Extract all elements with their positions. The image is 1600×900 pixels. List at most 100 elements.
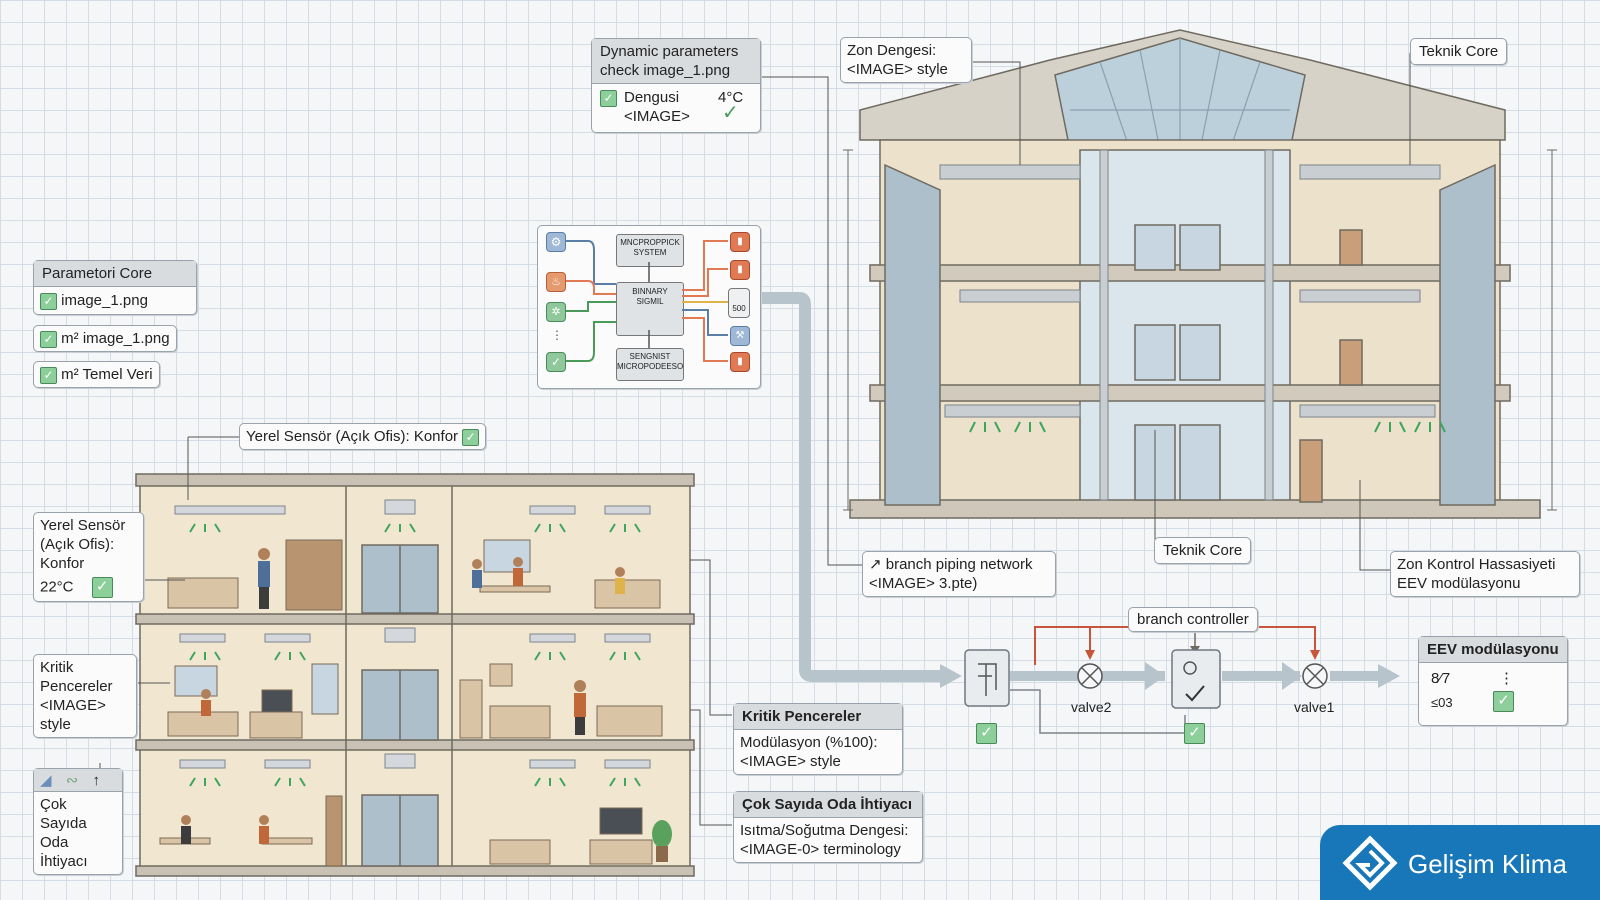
- eev-panel: EEV modülasyonu 8⁄7 ⋮ ≤03 ✓: [1418, 636, 1568, 726]
- eev-title: EEV modülasyonu: [1419, 637, 1567, 663]
- param-item-1: ✓ image_1.png: [34, 287, 196, 314]
- cok-left-line1: Çok: [40, 796, 67, 813]
- leader-lines: [99, 53, 1411, 826]
- param-item-2: ✓ m² image_1.png: [33, 325, 177, 352]
- link-icon: ∾: [65, 772, 79, 789]
- yerel-top-text: Yerel Sensör (Açık Ofis): Konfor: [246, 428, 459, 445]
- branch-device-1: [964, 649, 1010, 707]
- dots-icon: ⋮: [551, 328, 563, 342]
- yerel-left-line1: Yerel Sensör: [40, 517, 126, 534]
- checkbox-icon[interactable]: ✓: [91, 577, 113, 598]
- sensor-icon: 500: [728, 288, 750, 318]
- zon-kontrol-label: Zon Kontrol Hassasiyeti EEV modülasyonu: [1390, 551, 1580, 597]
- pipe-arrow-1: [1145, 662, 1165, 690]
- airflow-building: [969, 421, 1446, 433]
- pipes: [760, 292, 1400, 734]
- device1-check-icon: ✓: [976, 723, 997, 744]
- kritik-box-line2: <IMAGE> style: [740, 753, 841, 770]
- system-connectors: [566, 240, 728, 362]
- branch-controller-label: branch controller: [1128, 607, 1258, 632]
- dynamic-row-label2: <IMAGE>: [624, 108, 690, 125]
- cok-left-icon-bar: ◢ ∾ ↑: [34, 769, 122, 792]
- yerel-sensor-top-label: Yerel Sensör (Açık Ofis): Konfor ✓: [239, 423, 487, 450]
- dynamic-title-line2: check image_1.png: [600, 62, 731, 79]
- right-glass-wall: [1439, 163, 1496, 506]
- chart-icon: ◢: [40, 772, 52, 789]
- cok-left-line3: İhtiyacı: [40, 853, 88, 870]
- param-item-2-label: m² image_1.png: [61, 330, 170, 347]
- checkbox-icon[interactable]: ✓: [40, 366, 57, 384]
- pipe-arrow-2: [1282, 662, 1302, 690]
- kritik-pencereler-panel: Kritik Pencereler Modülasyon (%100): <IM…: [733, 703, 903, 775]
- floor-slab-1: [869, 384, 1511, 402]
- kritik-left-label: Kritik Pencereler <IMAGE> style: [33, 654, 137, 738]
- param-item-3-label: m² Temel Veri: [61, 366, 153, 383]
- left-floor-slab-2: [135, 613, 695, 625]
- valve2-symbol: [1077, 663, 1103, 689]
- yerel-left-line3: Konfor: [40, 555, 85, 572]
- zon-line1: Zon Dengesi:: [847, 42, 937, 59]
- brand-logo: Gelişim Klima: [1320, 825, 1600, 900]
- door-upper: [1339, 229, 1363, 266]
- cok-left-label: ◢ ∾ ↑ Çok Sayıda Oda İhtiyacı: [33, 768, 123, 875]
- eev-value-1: 8⁄7: [1431, 670, 1451, 687]
- system-panel: MNCPROPPICK SYSTEM BINNARY SIGMIL SENGNI…: [537, 225, 761, 389]
- zon-kontrol-line1: Zon Kontrol Hassasiyeti: [1397, 556, 1556, 573]
- left-ground-slab: [135, 865, 695, 877]
- teknik-core-mid-label: Teknik Core: [1154, 537, 1252, 564]
- branch-controller-device: [1171, 649, 1221, 709]
- diamond-logo-icon: [1342, 835, 1398, 891]
- main-pipe: [760, 292, 945, 682]
- eev-value-3: ≤03: [1431, 695, 1453, 710]
- furniture: [159, 539, 663, 867]
- yerel-sensor-left-label: Yerel Sensör (Açık Ofis): Konfor 22°C ✓: [33, 512, 144, 602]
- settings-icon: ✲: [546, 302, 566, 322]
- dynamic-parameters-panel: Dynamic parameters check image_1.png ✓ D…: [591, 38, 761, 133]
- teknik-core-top-label: Teknik Core: [1410, 38, 1508, 65]
- yerel-left-line2: (Açık Ofis):: [40, 536, 115, 553]
- plant: [652, 820, 672, 862]
- dynamic-temp: 4°C: [718, 89, 744, 106]
- main-pipe-arrow: [940, 664, 962, 688]
- param-item-1-label: image_1.png: [61, 292, 148, 309]
- zon-line2: <IMAGE> style: [847, 61, 948, 78]
- dynamic-title-line1: Dynamic parameters: [600, 43, 739, 60]
- building-left-section: [135, 473, 695, 877]
- controller-check-icon: ✓: [1184, 723, 1205, 744]
- left-floor-slab-1: [135, 739, 695, 751]
- parametori-core-panel: Parametori Core ✓ image_1.png: [33, 260, 197, 315]
- cok-box-title: Çok Sayıda Oda İhtiyacı: [734, 792, 922, 818]
- checkbox-icon[interactable]: ✓: [600, 90, 617, 107]
- valve2-label: valve2: [1071, 699, 1112, 715]
- valve1-label: valve1: [1294, 699, 1335, 715]
- kritik-box-line1: Modülasyon (%100):: [740, 734, 878, 751]
- chart-icon-2: ▮: [730, 260, 750, 280]
- left-glass-wall: [884, 163, 941, 506]
- ducts: [939, 149, 1441, 501]
- airflow-left: [189, 523, 641, 787]
- zon-dengesi-label: Zon Dengesi: <IMAGE> style: [840, 37, 972, 83]
- eev-check-icon[interactable]: ✓: [1493, 691, 1514, 712]
- parametori-title: Parametori Core: [34, 261, 196, 287]
- indoor-units: [174, 499, 651, 769]
- control-arrow-1: [1085, 650, 1095, 660]
- check-mark-icon: ✓: [722, 102, 739, 124]
- people: [181, 548, 625, 844]
- param-item-3: ✓ m² Temel Veri: [33, 361, 160, 388]
- kritik-left-line2: Pencereler: [40, 678, 113, 695]
- arrow-up-icon: ↑: [92, 772, 100, 789]
- door-mid: [1339, 339, 1363, 386]
- dimension-lines: [843, 149, 1557, 511]
- building-section: [843, 29, 1557, 519]
- branch-network-line2: <IMAGE> 3.pte): [869, 575, 978, 592]
- checkbox-icon[interactable]: ✓: [40, 330, 57, 348]
- checkbox-icon[interactable]: ✓: [462, 428, 480, 446]
- valve1-symbol: [1302, 663, 1328, 689]
- eev-value-2: ⋮: [1499, 670, 1514, 687]
- kritik-box-title: Kritik Pencereler: [734, 704, 902, 730]
- control-arrow-2: [1310, 650, 1320, 660]
- checkbox-icon[interactable]: ✓: [40, 292, 57, 310]
- pipe-arrow-3: [1378, 664, 1400, 688]
- kritik-left-line3: <IMAGE>: [40, 697, 106, 714]
- gear-icon: ⚙: [546, 232, 566, 252]
